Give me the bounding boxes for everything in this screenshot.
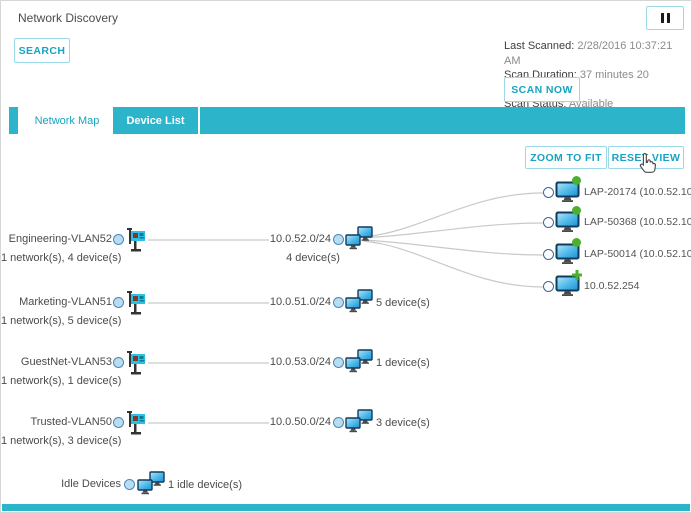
tab-network-map[interactable]: Network Map	[21, 107, 113, 134]
search-button[interactable]: SEARCH	[14, 38, 70, 63]
status-new-plus-icon	[572, 270, 582, 280]
computer-icon[interactable]	[555, 243, 580, 265]
idle-group-icon[interactable]	[136, 471, 166, 498]
device-node-circle[interactable]	[543, 281, 554, 292]
tab-separator	[198, 107, 200, 134]
network-node-circle[interactable]	[333, 417, 344, 428]
vlan-node-label[interactable]: GuestNet-VLAN53	[20, 356, 112, 368]
network-node-label[interactable]: 10.0.53.0/24	[269, 356, 331, 368]
computer-icon[interactable]	[555, 181, 580, 203]
idle-node-circle[interactable]	[124, 479, 135, 490]
vlan-node-circle[interactable]	[113, 417, 124, 428]
vlan-summary: 1 network(s), 4 device(s)	[1, 252, 122, 264]
vlan-summary: 1 network(s), 1 device(s)	[1, 375, 122, 387]
pause-icon	[660, 13, 664, 23]
computer-icon[interactable]	[555, 275, 580, 297]
last-scanned-row: Last Scanned: 2/28/2016 10:37:21 AM	[504, 39, 691, 68]
scan-now-button[interactable]: SCAN NOW	[504, 77, 580, 102]
network-device-count: 3 device(s)	[376, 417, 430, 429]
vlan-nic-icon[interactable]	[124, 350, 148, 377]
pause-icon	[666, 13, 670, 23]
status-online-icon	[572, 176, 581, 185]
tab-bar-notch	[18, 107, 21, 134]
vlan-node-circle[interactable]	[113, 297, 124, 308]
network-node-circle[interactable]	[333, 234, 344, 245]
idle-devices-summary: 1 idle device(s)	[168, 479, 242, 491]
device-node-circle[interactable]	[543, 187, 554, 198]
network-node-label[interactable]: 10.0.50.0/24	[269, 416, 331, 428]
bottom-accent-bar	[2, 504, 690, 511]
network-device-count: 5 device(s)	[376, 297, 430, 309]
vlan-nic-icon[interactable]	[124, 410, 148, 437]
page-title: Network Discovery	[18, 11, 119, 25]
status-online-icon	[572, 238, 581, 247]
device-node-circle[interactable]	[543, 249, 554, 260]
network-group-icon[interactable]	[344, 226, 374, 253]
vlan-nic-icon[interactable]	[124, 227, 148, 254]
device-label[interactable]: LAP-50368 (10.0.52.102)	[584, 216, 692, 228]
network-node-circle[interactable]	[333, 297, 344, 308]
network-group-icon[interactable]	[344, 409, 374, 436]
hand-cursor-icon	[639, 152, 657, 173]
vlan-node-label[interactable]: Marketing-VLAN51	[19, 296, 112, 308]
vlan-summary: 1 network(s), 5 device(s)	[1, 315, 122, 327]
tab-device-list[interactable]: Device List	[113, 107, 198, 134]
network-node-label[interactable]: 10.0.51.0/24	[269, 296, 331, 308]
vlan-node-circle[interactable]	[113, 234, 124, 245]
vlan-node-circle[interactable]	[113, 357, 124, 368]
vlan-summary: 1 network(s), 3 device(s)	[1, 435, 122, 447]
network-group-icon[interactable]	[344, 349, 374, 376]
last-scanned-label: Last Scanned:	[504, 40, 575, 52]
device-node-circle[interactable]	[543, 217, 554, 228]
vlan-nic-icon[interactable]	[124, 290, 148, 317]
last-scanned-value: 2/28/2016 10:37:21 AM	[504, 40, 673, 67]
network-node-circle[interactable]	[333, 357, 344, 368]
zoom-to-fit-button[interactable]: ZOOM TO FIT	[525, 146, 607, 169]
device-label[interactable]: LAP-50014 (10.0.52.100)	[584, 248, 692, 260]
device-label[interactable]: LAP-20174 (10.0.52.101)	[584, 186, 692, 198]
network-node-label[interactable]: 10.0.52.0/24	[269, 233, 331, 245]
pause-button[interactable]	[646, 6, 684, 30]
network-device-count: 1 device(s)	[376, 357, 430, 369]
vlan-node-label[interactable]: Engineering-VLAN52	[8, 233, 112, 245]
vlan-node-label[interactable]: Trusted-VLAN50	[30, 416, 112, 428]
idle-devices-label[interactable]: Idle Devices	[61, 478, 121, 490]
network-group-icon[interactable]	[344, 289, 374, 316]
device-label[interactable]: 10.0.52.254	[584, 280, 640, 292]
status-online-icon	[572, 206, 581, 215]
network-device-count: 4 device(s)	[286, 252, 340, 264]
computer-icon[interactable]	[555, 211, 580, 233]
